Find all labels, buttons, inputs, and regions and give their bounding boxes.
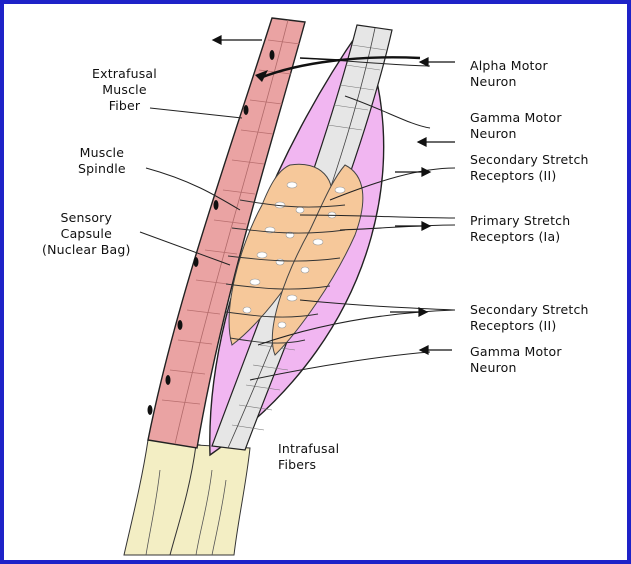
label-extrafusal-muscle-fiber: Extrafusal Muscle Fiber <box>92 66 157 114</box>
tendon-bundle <box>124 440 250 555</box>
label-muscle-spindle: Muscle Spindle <box>78 145 126 177</box>
label-secondary-stretch-receptors-bottom: Secondary Stretch Receptors (II) <box>470 302 589 334</box>
label-secondary-stretch-receptors-top: Secondary Stretch Receptors (II) <box>470 152 589 184</box>
label-primary-stretch-receptors: Primary Stretch Receptors (Ia) <box>470 213 570 245</box>
label-gamma-motor-neuron-top: Gamma Motor Neuron <box>470 110 562 142</box>
label-gamma-motor-neuron-bottom: Gamma Motor Neuron <box>470 344 562 376</box>
label-alpha-motor-neuron: Alpha Motor Neuron <box>470 58 548 90</box>
label-sensory-capsule: Sensory Capsule (Nuclear Bag) <box>42 210 131 258</box>
label-intrafusal-fibers: Intrafusal Fibers <box>278 441 339 473</box>
